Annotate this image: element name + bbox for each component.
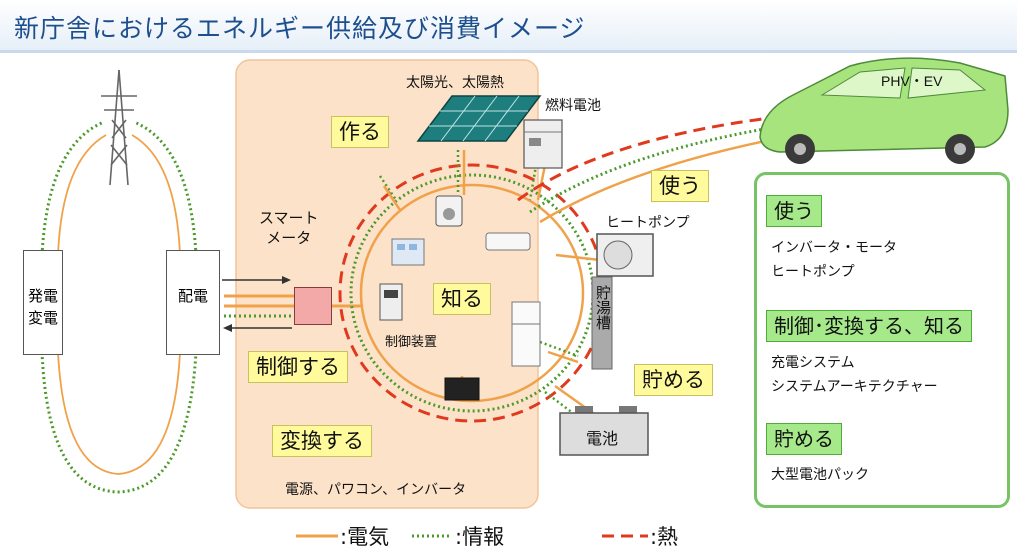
panel-store-title: 貯める	[766, 423, 842, 455]
legend-information: :情報	[455, 525, 505, 549]
legend-heat: :熱	[650, 525, 679, 549]
storage-tank-icon	[591, 276, 613, 370]
smart-meter-label: スマート メータ	[259, 209, 319, 247]
grid-connection-lines	[222, 276, 362, 332]
generation-label: 発電 変電	[27, 287, 58, 327]
heat-pump-icon	[596, 233, 654, 277]
television-icon	[444, 377, 480, 401]
panel-control-title: 制御･変換する、知る	[766, 310, 972, 342]
category-use: 使う	[651, 170, 709, 202]
control-device-icon	[379, 283, 403, 321]
air-conditioner-icon	[485, 232, 531, 251]
page-title: 新庁舎におけるエネルギー供給及び消費イメージ	[14, 14, 586, 43]
panel-control-item-1: 充電システム	[771, 355, 855, 371]
transmission-tower-icon	[101, 69, 137, 186]
distribution-label: 配電	[177, 287, 208, 305]
panel-use-item-1: インバータ・モータ	[771, 240, 897, 256]
refrigerator-icon	[511, 301, 541, 367]
fuel-cell-label: 燃料電池	[545, 98, 601, 114]
fuel-cell-icon	[523, 119, 563, 169]
heat-pump-label: ヒートポンプ	[606, 215, 690, 231]
panel-use-title: 使う	[766, 195, 822, 227]
storage-tank-label: 貯湯槽	[594, 285, 612, 330]
panel-control-item-2: システムアーキテクチャー	[771, 379, 938, 395]
generation-box: 発電 変電	[23, 250, 63, 355]
control-device-label: 制御装置	[385, 335, 438, 350]
battery-icon	[559, 406, 649, 456]
category-control: 制御する	[248, 351, 348, 383]
battery-label: 電池	[586, 429, 619, 448]
category-create: 作る	[331, 116, 389, 148]
control-panel-icon	[391, 238, 425, 266]
panel-use-item-2: ヒートポンプ	[771, 264, 855, 280]
legend-electricity: :電気	[340, 525, 390, 549]
phv-ev-label: PHV・EV	[881, 73, 943, 89]
panel-store-item-1: 大型電池パック	[771, 467, 869, 483]
power-sources-label: 電源、パワコン、インバータ	[285, 482, 467, 498]
water-heater-icon	[435, 195, 463, 227]
category-know: 知る	[433, 283, 491, 315]
solar-label: 太陽光、太陽熱	[406, 75, 504, 91]
smart-meter-icon	[294, 287, 332, 325]
car-connection-lines	[517, 116, 771, 224]
category-convert: 変換する	[272, 425, 372, 457]
supply-arcs	[40, 120, 198, 494]
car-icon	[759, 57, 1009, 164]
solar-panel-icon	[416, 95, 542, 142]
distribution-box: 配電	[166, 250, 220, 355]
title-bar: 新庁舎におけるエネルギー供給及び消費イメージ	[0, 0, 1017, 53]
category-store: 貯める	[634, 364, 713, 396]
